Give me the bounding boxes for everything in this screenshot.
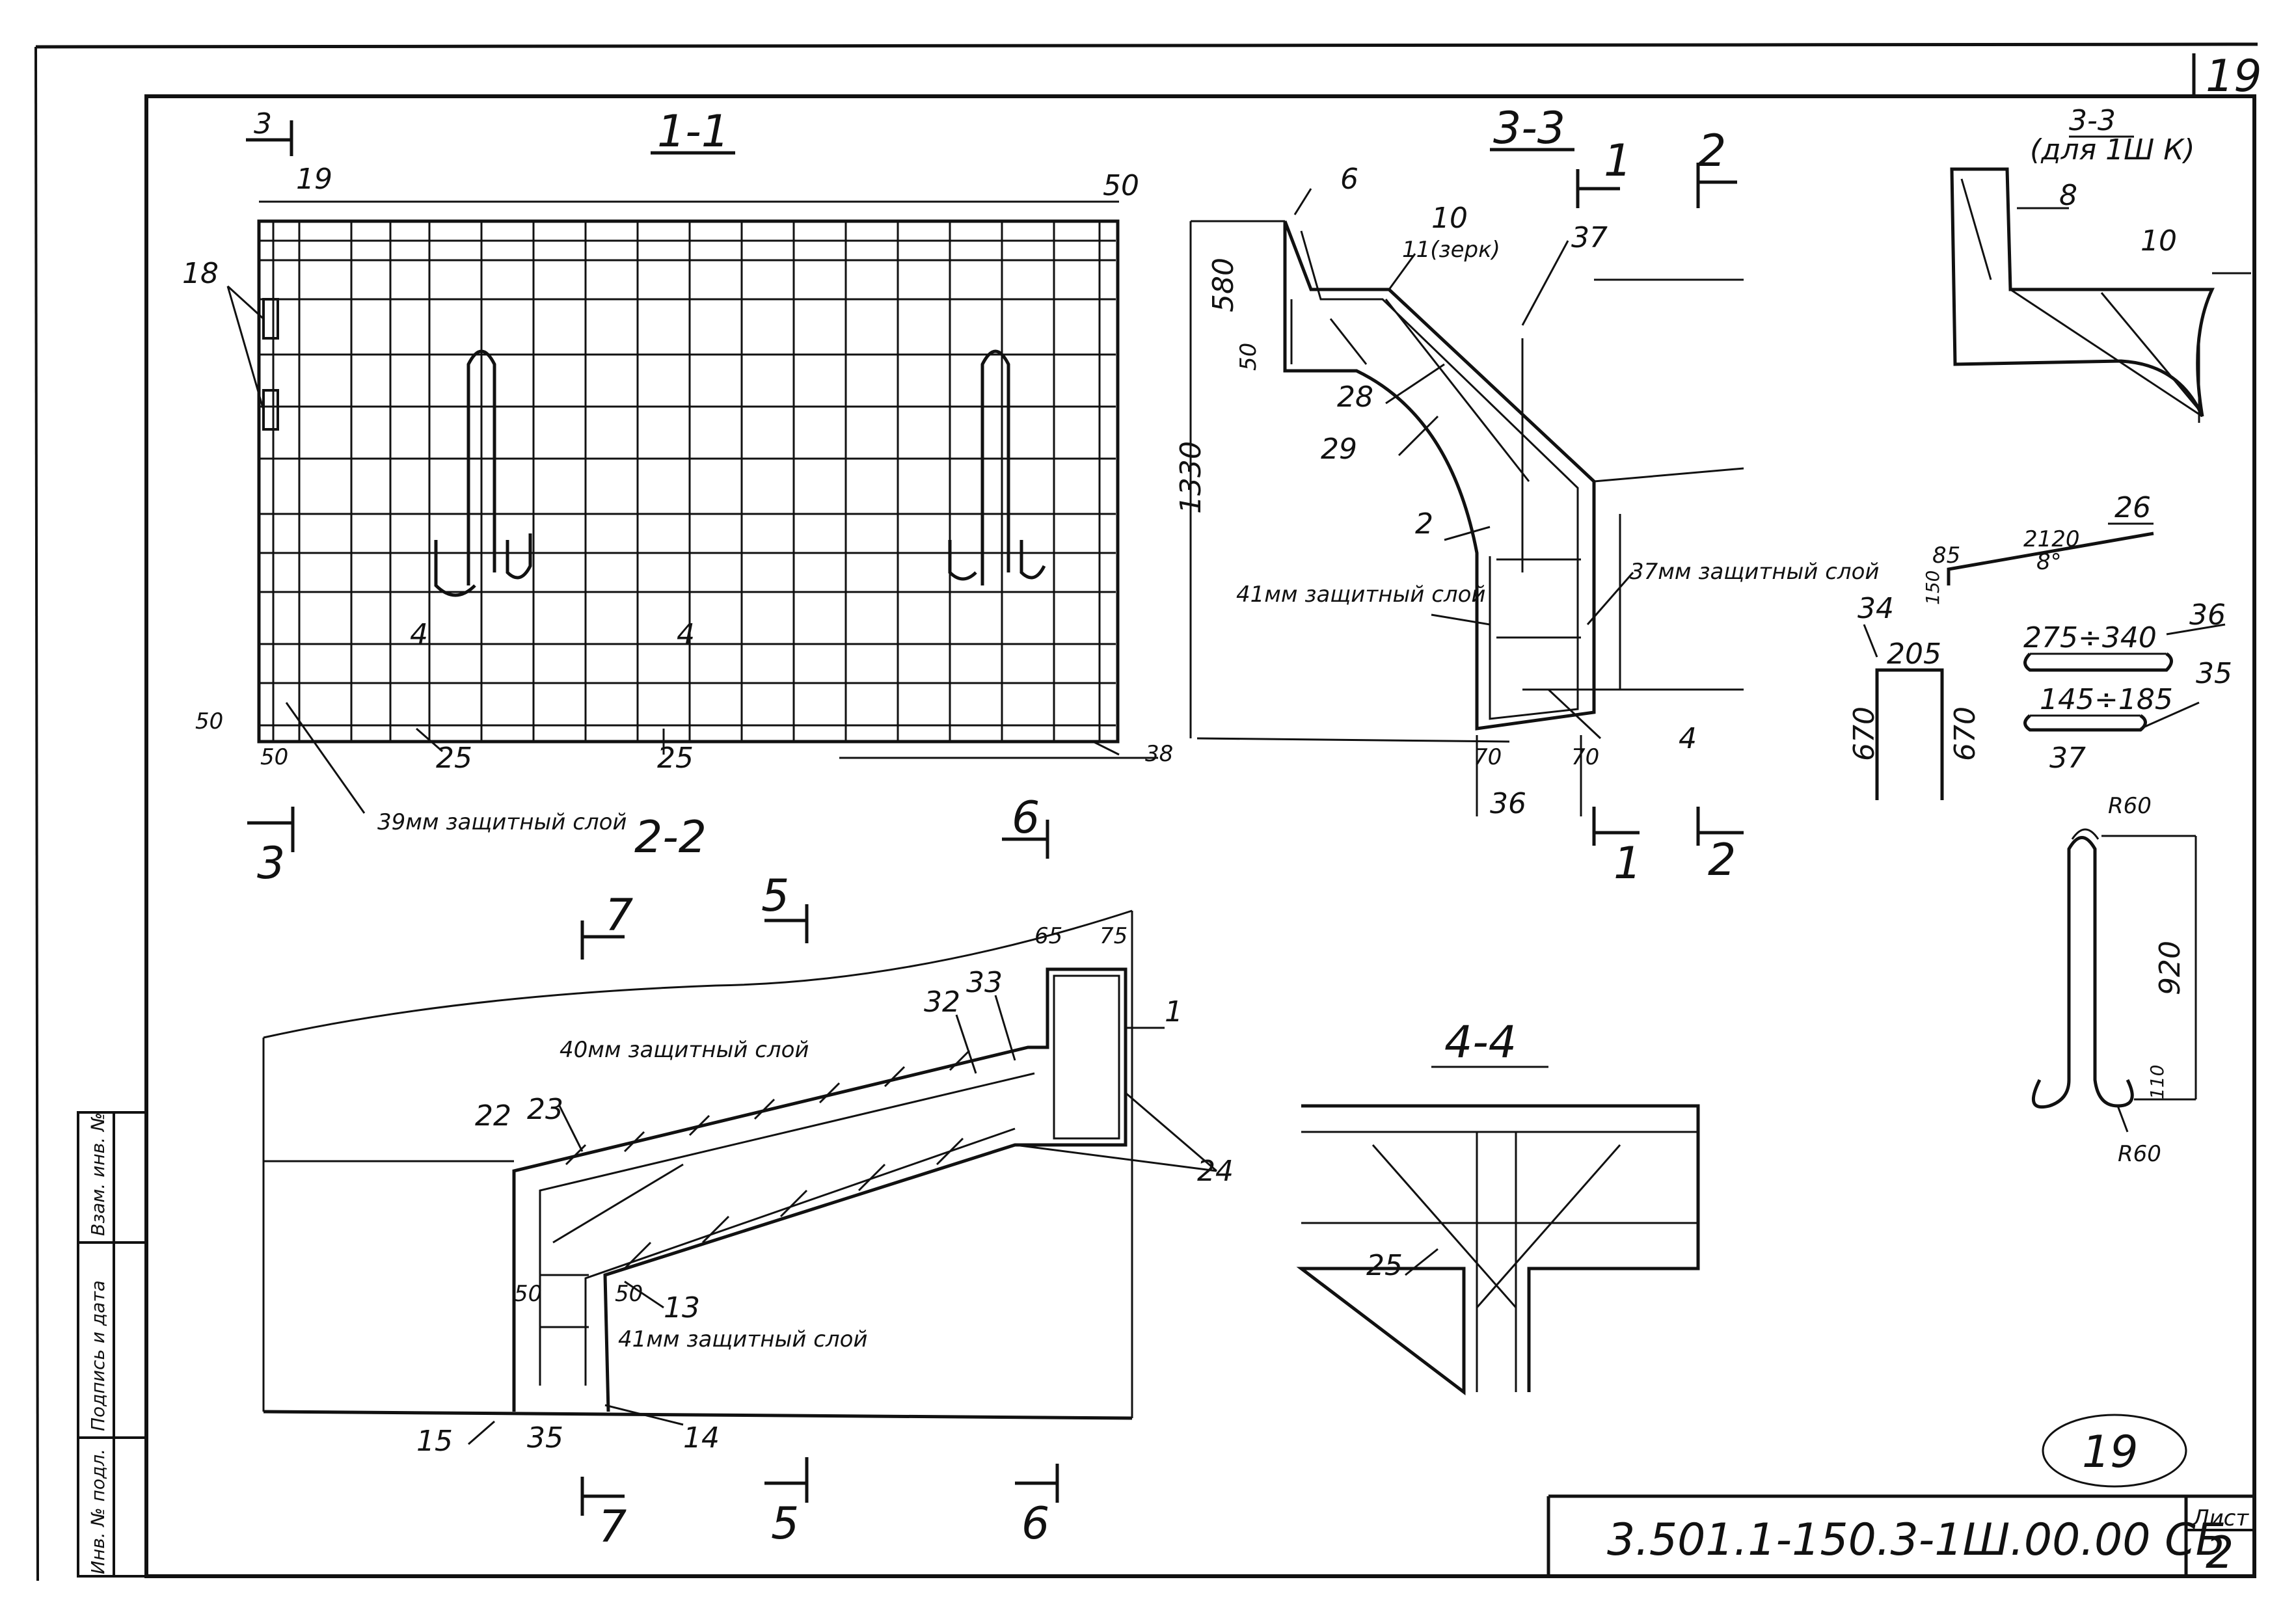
rebar-mark: 33	[966, 966, 1003, 999]
rebar-mark: 1	[1165, 995, 1183, 1028]
dimension: 1330	[1174, 441, 1208, 514]
bar-36-mark: 36	[2189, 598, 2226, 632]
dimension: 920	[2154, 941, 2187, 995]
view-2-2-title: 2-2	[634, 812, 707, 863]
dimension: 275÷340	[2023, 621, 2157, 654]
rebar-mark: 22	[475, 1099, 511, 1133]
dimension: R60	[2108, 793, 2152, 819]
dimension: 110	[2146, 1065, 2168, 1099]
section-mark: 2	[1708, 835, 1736, 886]
dimension: 2120	[2023, 526, 2080, 552]
view-4-4-title: 4-4	[1444, 1017, 1517, 1068]
section-mark: 5	[771, 1498, 799, 1550]
dimension: 50	[1236, 343, 1262, 371]
rebar-mark: 25	[436, 742, 472, 775]
list-number: 2	[2206, 1527, 2234, 1579]
rebar-mark: 25	[657, 742, 694, 775]
dimension: 70	[1571, 744, 1599, 770]
rebar-mark: 19	[296, 163, 332, 196]
dimension: 50	[514, 1281, 542, 1307]
doc-code: 3.501.1-150.3-1Ш.00.00 СБ	[1607, 1514, 2226, 1566]
rebar-mark: 37	[1571, 221, 1608, 254]
section-mark: 1	[1614, 838, 1641, 889]
stamp-number: 19	[2082, 1427, 2139, 1478]
rebar-mark: 29	[1321, 433, 1357, 466]
dimension: 205	[1887, 638, 1941, 671]
dimension: 670	[1848, 706, 1881, 761]
rebar-mark: 13	[664, 1291, 700, 1324]
dimension: 580	[1207, 258, 1240, 312]
cover-note: 40мм защитный слой	[560, 1037, 809, 1063]
dimension: 38	[1145, 741, 1173, 767]
view-3-3-title: 3-3	[1493, 103, 1565, 154]
dimension: R60	[2118, 1141, 2161, 1167]
rebar-mark: 18	[182, 257, 219, 290]
dimension: 8°	[2036, 549, 2062, 575]
rebar-mark: 25	[1366, 1249, 1403, 1282]
side-stamp-3: Взам. инв. №	[87, 1112, 109, 1236]
view-2-2-drawing	[262, 909, 1217, 1445]
section-mark: 4	[410, 618, 428, 651]
rebar-mark: 6	[1340, 163, 1358, 196]
rebar-mark: 24	[1197, 1155, 1234, 1188]
cover-note: 41мм защитный слой	[618, 1326, 868, 1352]
dimension: 50	[1103, 169, 1139, 202]
rebar-mark: 11(зерк)	[1402, 237, 1500, 263]
section-mark: 7	[599, 1501, 627, 1553]
dimension: 70	[1474, 744, 1502, 770]
rebar-mark: 32	[924, 986, 960, 1019]
rebar-mark: 10	[2141, 224, 2177, 258]
bar-26-mark: 26	[2114, 491, 2151, 524]
section-mark: 3	[257, 838, 285, 889]
dimension: 50	[615, 1281, 643, 1307]
dimension: 65	[1034, 923, 1062, 949]
view-3-3-k-subtitle: (для 1Ш К)	[2030, 133, 2195, 167]
cover-note: 37мм защитный слой	[1630, 559, 1880, 585]
rebar-mark: 15	[416, 1425, 453, 1458]
side-stamp-2: Подпись и дата	[87, 1280, 109, 1431]
rebar-mark: 2	[1415, 507, 1433, 541]
bar-35-mark: 35	[2196, 657, 2232, 690]
cover-note: 39мм защитный слой	[377, 809, 627, 835]
section-mark: 5	[761, 870, 789, 922]
dimension: 50	[260, 744, 288, 770]
dimension: 145÷185	[2040, 683, 2173, 716]
dimension: 75	[1100, 923, 1128, 949]
section-mark: 6	[1021, 1498, 1049, 1550]
rebar-mark: 4	[1679, 722, 1697, 755]
rebar-mark: 8	[2059, 179, 2077, 212]
section-mark: 3	[254, 107, 272, 141]
section-mark: 6	[1012, 792, 1040, 844]
side-stamp-1: Инв. № подл.	[87, 1449, 109, 1574]
view-3-3-k-title: 3-3	[2069, 104, 2116, 137]
view-4-4-drawing	[1296, 1066, 1700, 1396]
view-1-1-drawing	[226, 200, 1158, 814]
rebar-mark: 10	[1431, 202, 1468, 235]
rebar-mark: 35	[527, 1421, 563, 1455]
dimension: 150	[1922, 571, 1943, 605]
dimension: 85	[1932, 543, 1960, 569]
dimension: 670	[1949, 706, 1982, 761]
rebar-mark: 14	[683, 1421, 720, 1455]
section-mark: 1	[1604, 135, 1632, 187]
view-3-3-k-drawing	[1950, 135, 2251, 423]
bar-37-mark: 37	[2049, 742, 2086, 775]
dimension: 50	[195, 708, 223, 734]
rebar-mark: 36	[1490, 787, 1526, 820]
section-mark: 2	[1698, 126, 1726, 177]
page-number: 19	[2206, 51, 2262, 102]
rebar-mark: 28	[1337, 381, 1373, 414]
list-label: Лист	[2191, 1505, 2249, 1531]
view-1-1-title: 1-1	[657, 106, 729, 157]
rebar-mark: 23	[527, 1093, 563, 1126]
view-3-3-drawing	[1189, 188, 1744, 816]
bar-details-drawing	[1863, 522, 2226, 1133]
section-mark: 7	[605, 890, 633, 941]
section-mark: 4	[677, 618, 695, 651]
bar-34-mark: 34	[1857, 592, 1894, 625]
cover-note: 41мм защитный слой	[1236, 582, 1486, 608]
